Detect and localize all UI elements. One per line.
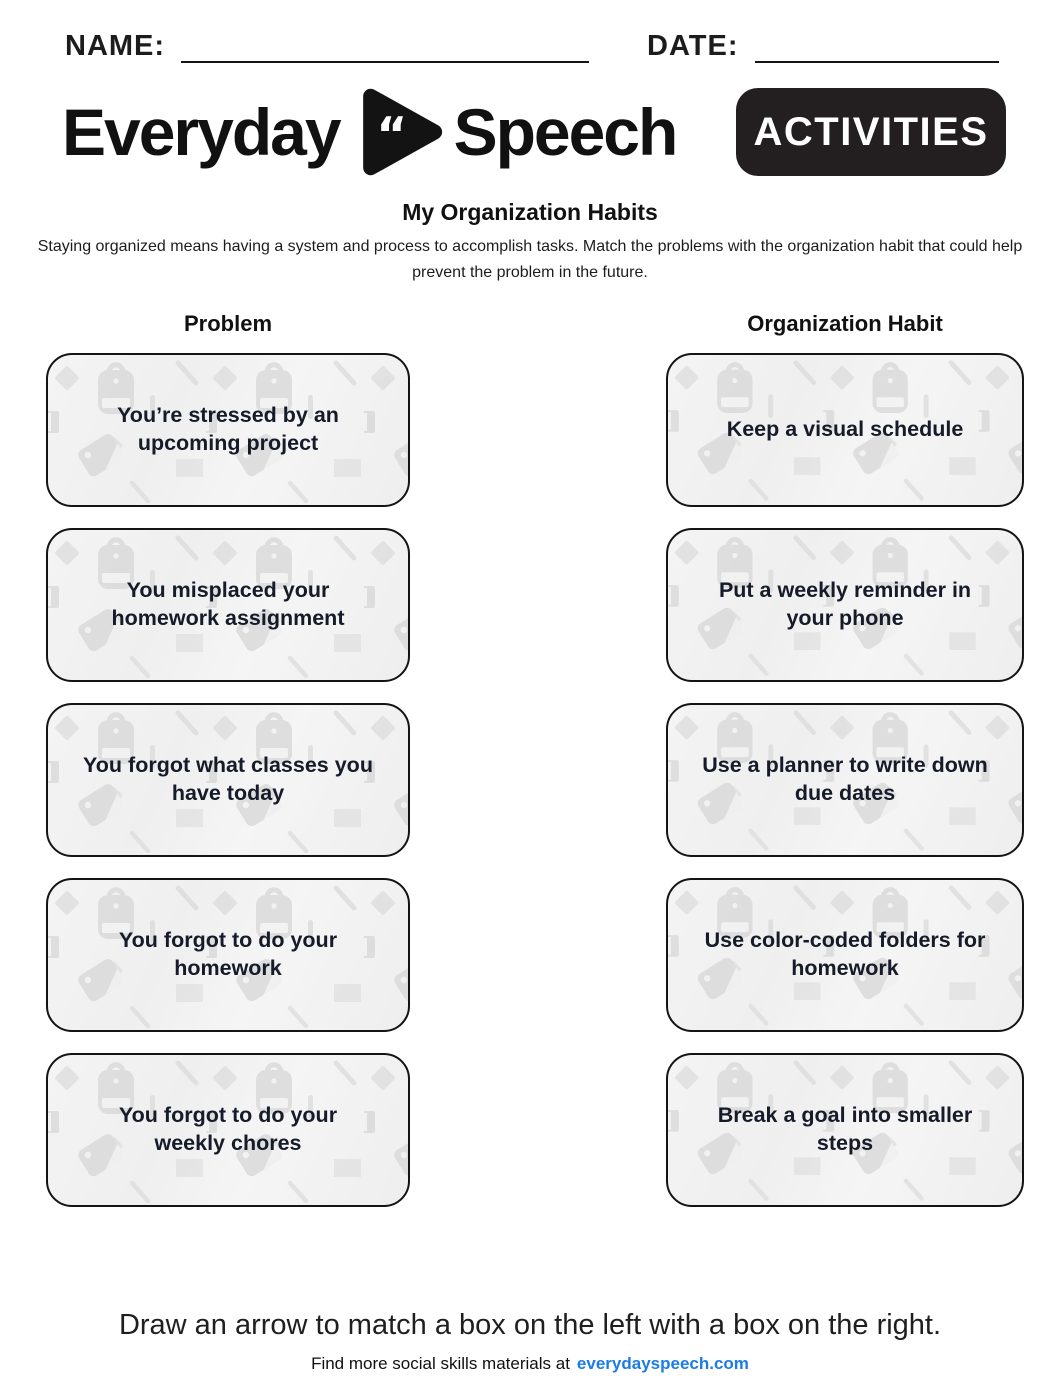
school-pattern [48,880,408,1031]
habit-card-2[interactable]: Put a weekly reminder in your phone [666,528,1024,683]
date-field: DATE: [647,30,999,63]
date-input-line[interactable] [754,33,999,63]
school-pattern [668,530,1022,681]
header-fields: NAME: DATE: [0,0,1060,63]
activities-badge: ACTIVITIES [736,88,1006,176]
habit-card-5[interactable]: Break a goal into smaller steps [666,1053,1024,1208]
problem-card-3[interactable]: You forgot what classes you have today [46,703,410,858]
logo-row: Everyday “ Speech ACTIVITIES [0,63,1060,179]
problem-card-text: You forgot what classes you have today [83,753,373,806]
habit-card-text: Use a planner to write down due dates [702,753,988,806]
problem-card-1[interactable]: You’re stressed by an upcoming project [46,353,410,508]
play-quote-icon: “ [362,88,442,176]
habit-card-text: Break a goal into smaller steps [717,1103,973,1156]
page-title: My Organization Habits [402,199,658,225]
school-pattern [668,355,1022,506]
date-label: DATE: [647,30,739,62]
problem-card-4[interactable]: You forgot to do your homework [46,878,410,1033]
instruction-text: Draw an arrow to match a box on the left… [118,1309,942,1342]
habit-card-3[interactable]: Use a planner to write down due dates [666,703,1024,858]
footer: Find more social skills materials at eve… [0,1354,1060,1374]
habit-card-1[interactable]: Keep a visual schedule [666,353,1024,508]
habit-column-header: Organization Habit [747,311,943,337]
school-pattern [48,355,408,506]
problem-card-5[interactable]: You forgot to do your weekly chores [46,1053,410,1208]
name-field: NAME: [65,30,590,63]
school-pattern [48,530,408,681]
problem-card-text: You’re stressed by an upcoming project [117,403,339,456]
name-input-line[interactable] [181,33,590,63]
habit-card-text: Put a weekly reminder in your phone [718,578,972,631]
problem-card-2[interactable]: You misplaced your homework assignment [46,528,410,683]
name-label: NAME: [65,30,166,62]
school-pattern [668,880,1022,1031]
page-description: Staying organized means having a system … [37,238,1023,281]
matching-area: Problem You’re stressed by an upcoming p… [0,311,1060,1208]
logo-word-speech: Speech [453,95,679,169]
problem-card-text: You forgot to do your weekly chores [118,1103,338,1156]
logo-word-everyday: Everyday [62,95,342,169]
habit-card-4[interactable]: Use color-coded folders for homework [666,878,1024,1033]
problem-column: Problem You’re stressed by an upcoming p… [46,311,410,1208]
problem-card-text: You misplaced your homework assignment [111,578,345,631]
habit-card-text: Use color-coded folders for homework [704,928,986,981]
problem-card-text: You forgot to do your homework [118,928,338,981]
school-pattern [668,705,1022,856]
school-pattern [48,705,408,856]
habit-column: Organization Habit Keep a visual schedul… [666,311,1024,1208]
habit-card-text: Keep a visual schedule [726,417,964,442]
svg-text:“: “ [376,108,407,163]
school-pattern [48,1055,408,1206]
footer-text: Find more social skills materials at [311,1354,570,1374]
school-pattern [668,1055,1022,1206]
problem-column-header: Problem [183,311,273,337]
footer-link[interactable]: everydayspeech.com [576,1354,749,1374]
